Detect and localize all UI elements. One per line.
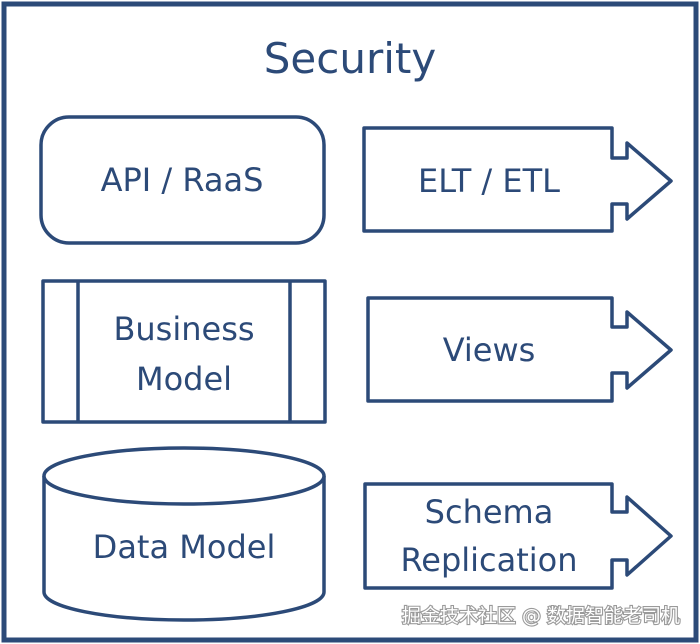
views-label: Views bbox=[443, 331, 536, 369]
api-raas-shape bbox=[39, 115, 326, 245]
diagram-title: Security bbox=[264, 34, 436, 83]
elt-etl-label: ELT / ETL bbox=[418, 162, 560, 200]
schema-replication-arrow: Schema Replication bbox=[363, 482, 673, 590]
business-model-label-line1: Business bbox=[113, 310, 254, 348]
views-arrow: Views bbox=[366, 296, 673, 403]
data-model-label: Data Model bbox=[93, 528, 276, 566]
business-model-box: Business Model bbox=[41, 279, 327, 424]
schema-replication-label-line1: Schema bbox=[425, 493, 554, 531]
data-model-cylinder: Data Model bbox=[42, 446, 326, 622]
views-shape bbox=[366, 296, 673, 403]
data-model-body bbox=[42, 476, 326, 622]
schema-replication-label-line2: Replication bbox=[400, 541, 577, 579]
elt-etl-shape bbox=[362, 126, 673, 233]
data-model-top bbox=[42, 446, 326, 506]
business-model-shape bbox=[41, 279, 327, 424]
api-raas-label: API / RaaS bbox=[101, 161, 264, 199]
business-model-label-line2: Model bbox=[136, 360, 232, 398]
schema-replication-shape bbox=[363, 482, 673, 590]
watermark-text: 掘金技术社区 @ 数据智能老司机 bbox=[402, 605, 680, 627]
api-raas-box: API / RaaS bbox=[39, 115, 326, 245]
elt-etl-arrow: ELT / ETL bbox=[362, 126, 673, 233]
